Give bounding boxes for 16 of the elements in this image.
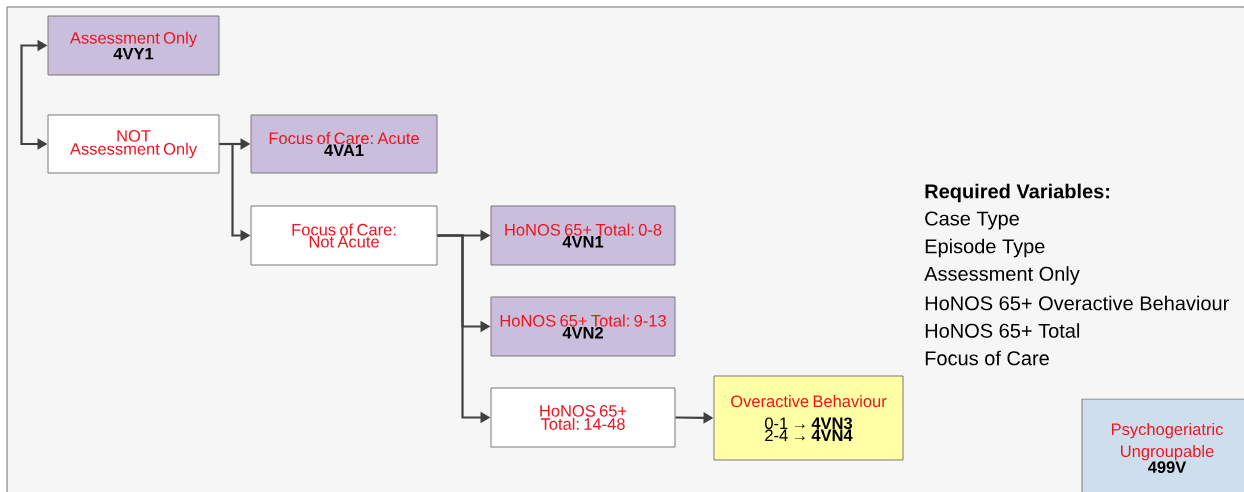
list-item: Focus of Care (925, 350, 1049, 366)
condition-box: Focus of Care: Not Acute (250, 205, 438, 266)
result-box: Psychogeriatric Ungroupable 499V (1081, 398, 1244, 492)
result-box: Assessment Only 4VY1 (47, 15, 220, 76)
list-item: Case Type (925, 211, 1019, 230)
result-box: HoNOS 65+ Total: 0-8 4VN1 (490, 205, 676, 266)
list-item: Assessment Only (924, 266, 1080, 285)
condition-box: HoNOS 65+ Total: 14-48 (490, 387, 676, 448)
list-item: Episode Type (925, 238, 1045, 258)
list-heading: Required Variables: (925, 183, 1109, 203)
result-box: Focus of Care: Acute 4VA1 (250, 114, 438, 174)
result-box: HoNOS 65+ Total: 9-13 4VN2 (490, 296, 676, 357)
split-box: Overactive Behaviour 0-1 → 4VN3 2-4 → 4VN4 (713, 375, 904, 461)
condition-box: NOT Assessment Only (47, 114, 220, 174)
list-item: HoNOS 65+ Overactive Behaviour (925, 295, 1229, 311)
list-item: HoNOS 65+ Total (925, 323, 1080, 338)
